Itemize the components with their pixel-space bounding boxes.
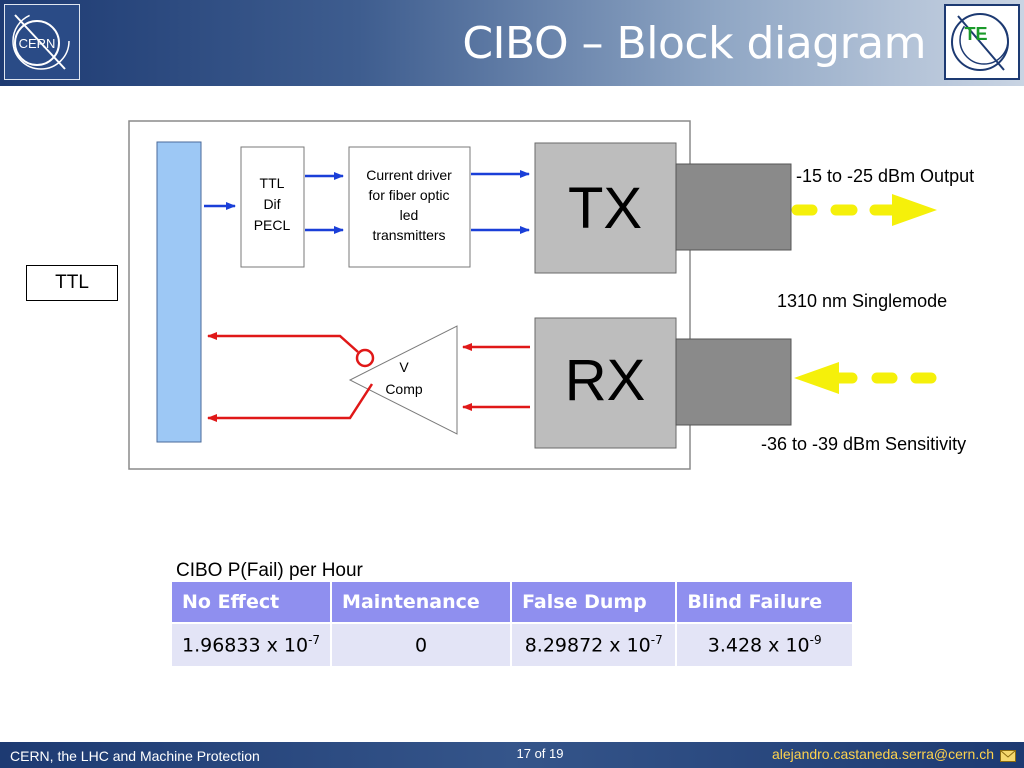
ttl-bus (156, 141, 202, 443)
driver-label-1: Current driver (366, 167, 452, 183)
ttl-pecl-converter (240, 146, 305, 268)
driver-label-4: transmitters (372, 227, 445, 243)
cell-blind-failure: 3.428 x 10-9 (675, 622, 854, 668)
tx-label: TX (568, 176, 642, 241)
te-logo: TE (944, 4, 1020, 80)
inverting-bubble (355, 348, 375, 368)
sensitivity-label: -36 to -39 dBm Sensitivity (761, 434, 967, 454)
te-logo-text: TE (964, 24, 987, 44)
ttl-interface-box: TTL (26, 265, 118, 301)
page-title: CIBO – Block diagram (462, 18, 926, 69)
comparator-to-bus-arrow-2 (207, 383, 374, 422)
cern-logo: CERN (4, 4, 80, 80)
mail-icon[interactable] (1000, 749, 1016, 765)
comparator-label-2: Comp (385, 381, 423, 397)
converter-label-3: PECL (254, 217, 291, 233)
header-no-effect: No Effect (169, 580, 333, 624)
cern-logo-text: CERN (19, 36, 56, 51)
footer-title: CERN, the LHC and Machine Protection (10, 748, 260, 764)
converter-label-1: TTL (260, 175, 285, 191)
failure-probability-table: No Effect Maintenance False Dump Blind F… (169, 580, 854, 668)
current-driver-block (348, 146, 471, 268)
voltage-comparator (348, 325, 458, 435)
driver-label-2: for fiber optic (369, 187, 450, 203)
rx-module (534, 317, 677, 449)
table-row: 1.96833 x 10-7 0 8.29872 x 10-7 3.428 x … (169, 622, 854, 668)
table-caption: CIBO P(Fail) per Hour (176, 560, 363, 581)
slide-footer: CERN, the LHC and Machine Protection 17 … (0, 742, 1024, 768)
fiber-type-label: 1310 nm Singlemode (777, 291, 948, 311)
tx-module (534, 142, 677, 274)
converter-label-2: Dif (263, 196, 280, 212)
rx-label: RX (565, 348, 646, 413)
driver-label-3: led (400, 207, 419, 223)
header-maintenance: Maintenance (330, 580, 513, 624)
page-number: 17 of 19 (516, 746, 564, 761)
block-diagram: TTL Dif PECL Current driver for fiber op… (128, 120, 937, 470)
slide-header: CERN CIBO – Block diagram TE (0, 0, 1024, 86)
tx-optical-output-arrow (791, 194, 937, 226)
output-power-label: -15 to -25 dBm Output (796, 166, 975, 186)
cell-no-effect: 1.96833 x 10-7 (169, 622, 333, 668)
comparator-to-bus-arrow-1 (207, 332, 359, 353)
table-header-row: No Effect Maintenance False Dump Blind F… (169, 580, 854, 624)
rx-optical-input-arrow (794, 362, 937, 394)
header-blind-failure: Blind Failure (675, 580, 854, 624)
cell-maintenance: 0 (330, 622, 513, 668)
author-email[interactable]: alejandro.castaneda.serra@cern.ch (771, 746, 994, 762)
cell-false-dump: 8.29872 x 10-7 (510, 622, 678, 668)
rx-connector (675, 338, 792, 426)
comparator-label-1: V (399, 359, 409, 375)
tx-connector (675, 163, 792, 251)
header-false-dump: False Dump (510, 580, 678, 624)
